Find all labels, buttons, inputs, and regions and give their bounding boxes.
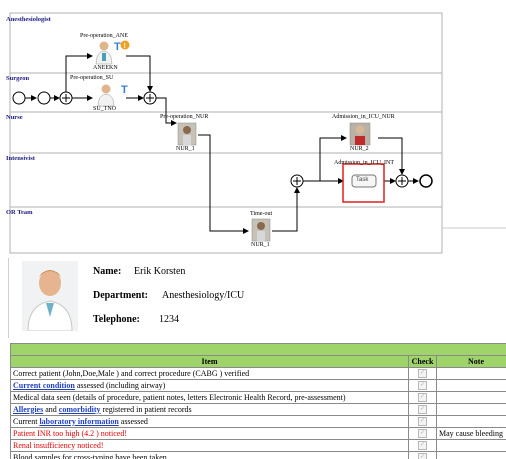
anesthesiologist-avatar[interactable] bbox=[96, 42, 112, 65]
profile-department-label: Department: bbox=[93, 290, 148, 301]
checklist-item-text: Correct patient (John,Doe,Male ) and cor… bbox=[13, 369, 249, 378]
checklist-item-cell: Blood samples for cross-typing have been… bbox=[11, 452, 409, 459]
table-row: Current condition assessed (including ai… bbox=[11, 380, 506, 392]
check-checkbox[interactable]: ✓ bbox=[418, 441, 427, 450]
checklist-check-cell: ✓ bbox=[409, 452, 437, 459]
checklist-item-text: and bbox=[43, 405, 59, 414]
person-caption-su: SU_TNO bbox=[93, 106, 116, 112]
process-diagram: T ! T Anesthesiologist Surgeon Nu bbox=[0, 0, 506, 255]
checklist-panel: Item Check Note Correct patient (John,Do… bbox=[10, 343, 506, 459]
checklist-note-cell[interactable] bbox=[437, 380, 506, 392]
task-name-time-out[interactable]: Time-out bbox=[250, 211, 272, 217]
checklist-item-text: assessed (including airway) bbox=[75, 381, 165, 390]
person-caption-nur-icu: NUR_2 bbox=[350, 146, 369, 152]
checklist-check-cell: ✓ bbox=[409, 368, 437, 380]
checklist-note-cell[interactable]: May cause bleeding bbox=[437, 428, 506, 440]
task-name-pre-op-nur[interactable]: Pre-operation_NUR bbox=[160, 114, 208, 120]
checklist-item-text: registered in patient records bbox=[101, 405, 192, 414]
lane-label-nurse: Nurse bbox=[6, 114, 23, 121]
lane-label-intensivist: Intensivist bbox=[6, 155, 35, 162]
pool-frame bbox=[10, 13, 442, 253]
check-checkbox[interactable]: ✓ bbox=[418, 417, 427, 426]
surgeon-avatar[interactable] bbox=[98, 85, 114, 107]
checklist-note-cell[interactable] bbox=[437, 452, 506, 459]
intermediate-event[interactable] bbox=[38, 92, 50, 104]
lane-label-or-team: OR Team bbox=[6, 209, 33, 216]
lane-label-surgeon: Surgeon bbox=[6, 75, 29, 82]
profile-telephone-value: 1234 bbox=[159, 314, 179, 325]
check-checkbox[interactable]: ✓ bbox=[418, 405, 427, 414]
table-row: Correct patient (John,Doe,Male ) and cor… bbox=[11, 368, 506, 380]
checklist-item-cell: Current laboratory information assessed bbox=[11, 416, 409, 428]
checklist-item-cell: Medical data seen (details of procedure,… bbox=[11, 392, 409, 404]
checklist-item-link[interactable]: laboratory information bbox=[39, 417, 118, 426]
checklist-item-text: Renal insufficiency noticed! bbox=[13, 441, 104, 450]
checklist-item-text: Patient INR too high (4.2 ) noticed! bbox=[13, 429, 127, 438]
table-row: Current laboratory information assessed ✓ bbox=[11, 416, 506, 428]
check-checkbox[interactable]: ✓ bbox=[418, 393, 427, 402]
svg-text:!: ! bbox=[124, 43, 126, 50]
end-event[interactable] bbox=[420, 175, 432, 187]
checklist-check-cell: ✓ bbox=[409, 380, 437, 392]
profile-name-value: Erik Korsten bbox=[134, 266, 185, 277]
task-box-label[interactable]: Task bbox=[356, 177, 368, 183]
column-header-item: Item bbox=[11, 356, 409, 368]
person-caption-nur-timeout: NUR_1 bbox=[251, 242, 270, 248]
table-row: Allergies and comorbidity registered in … bbox=[11, 404, 506, 416]
checklist-item-text: Blood samples for cross-typing have been… bbox=[13, 453, 167, 459]
checklist-item-link[interactable]: Allergies bbox=[13, 405, 43, 414]
table-row: Medical data seen (details of procedure,… bbox=[11, 392, 506, 404]
checklist-note-cell[interactable] bbox=[437, 404, 506, 416]
checklist-check-cell: ✓ bbox=[409, 392, 437, 404]
profile-name-label: Name: bbox=[93, 266, 121, 277]
checklist-check-cell: ✓ bbox=[409, 416, 437, 428]
checklist-item-cell: Patient INR too high (4.2 ) noticed! bbox=[11, 428, 409, 440]
check-checkbox[interactable]: ✓ bbox=[418, 369, 427, 378]
task-name-pre-op-su[interactable]: Pre-operation_SU bbox=[70, 75, 113, 81]
task-name-admission-icu-int[interactable]: Admission_in_ICU_INT bbox=[334, 160, 394, 166]
checklist-item-cell: Current condition assessed (including ai… bbox=[11, 380, 409, 392]
check-checkbox[interactable]: ✓ bbox=[418, 453, 427, 459]
person-caption-nur-pre: NUR_1 bbox=[176, 146, 195, 152]
table-row: Patient INR too high (4.2 ) noticed! ✓ May… bbox=[11, 428, 506, 440]
task-type-badge-icon: T bbox=[114, 41, 121, 53]
profile-photo bbox=[22, 261, 78, 331]
table-header-row: Item Check Note bbox=[11, 356, 506, 368]
task-name-pre-op-ane[interactable]: Pre-operation_ANE bbox=[80, 33, 128, 39]
checklist-check-cell: ✓ bbox=[409, 428, 437, 440]
nurse-icu-avatar[interactable] bbox=[350, 123, 370, 145]
lane-label-anesthesiologist: Anesthesiologist bbox=[6, 16, 51, 23]
profile-department-value: Anesthesiology/ICU bbox=[162, 290, 244, 301]
checklist-note-cell[interactable] bbox=[437, 368, 506, 380]
check-checkbox[interactable]: ✓ bbox=[418, 429, 427, 438]
checklist-item-text: Medical data seen (details of procedure,… bbox=[13, 393, 346, 402]
column-header-check: Check bbox=[409, 356, 437, 368]
table-row: Renal insufficiency noticed! ✓ bbox=[11, 440, 506, 452]
profile-telephone-label: Telephone: bbox=[93, 314, 140, 325]
user-profile: Name: Erik Korsten Department: Anesthesi… bbox=[0, 255, 506, 335]
checklist-item-link[interactable]: comorbidity bbox=[59, 405, 101, 414]
checklist-item-text: assessed bbox=[119, 417, 148, 426]
task-name-admission-icu-nur[interactable]: Admission_in_ICU_NUR bbox=[332, 114, 395, 120]
checklist-item-link[interactable]: Current condition bbox=[13, 381, 75, 390]
or-team-avatar[interactable] bbox=[252, 219, 270, 241]
checklist-note-cell[interactable] bbox=[437, 440, 506, 452]
checklist-check-cell: ✓ bbox=[409, 440, 437, 452]
checklist-table: Item Check Note Correct patient (John,Do… bbox=[10, 343, 506, 459]
table-top-bar bbox=[11, 344, 506, 356]
checklist-item-cell: Allergies and comorbidity registered in … bbox=[11, 404, 409, 416]
start-event[interactable] bbox=[13, 92, 25, 104]
check-checkbox[interactable]: ✓ bbox=[418, 381, 427, 390]
column-header-note: Note bbox=[437, 356, 506, 368]
task-type-badge-icon: T bbox=[121, 84, 128, 96]
checklist-item-text: Current bbox=[13, 417, 39, 426]
checklist-check-cell: ✓ bbox=[409, 404, 437, 416]
nurse-preop-avatar[interactable] bbox=[178, 123, 196, 145]
person-caption-ane: ANEEKN bbox=[93, 65, 118, 71]
table-row: Blood samples for cross-typing have been… bbox=[11, 452, 506, 459]
checklist-note-cell[interactable] bbox=[437, 392, 506, 404]
checklist-note-cell[interactable] bbox=[437, 416, 506, 428]
checklist-item-cell: Renal insufficiency noticed! bbox=[11, 440, 409, 452]
checklist-item-cell: Correct patient (John,Doe,Male ) and cor… bbox=[11, 368, 409, 380]
